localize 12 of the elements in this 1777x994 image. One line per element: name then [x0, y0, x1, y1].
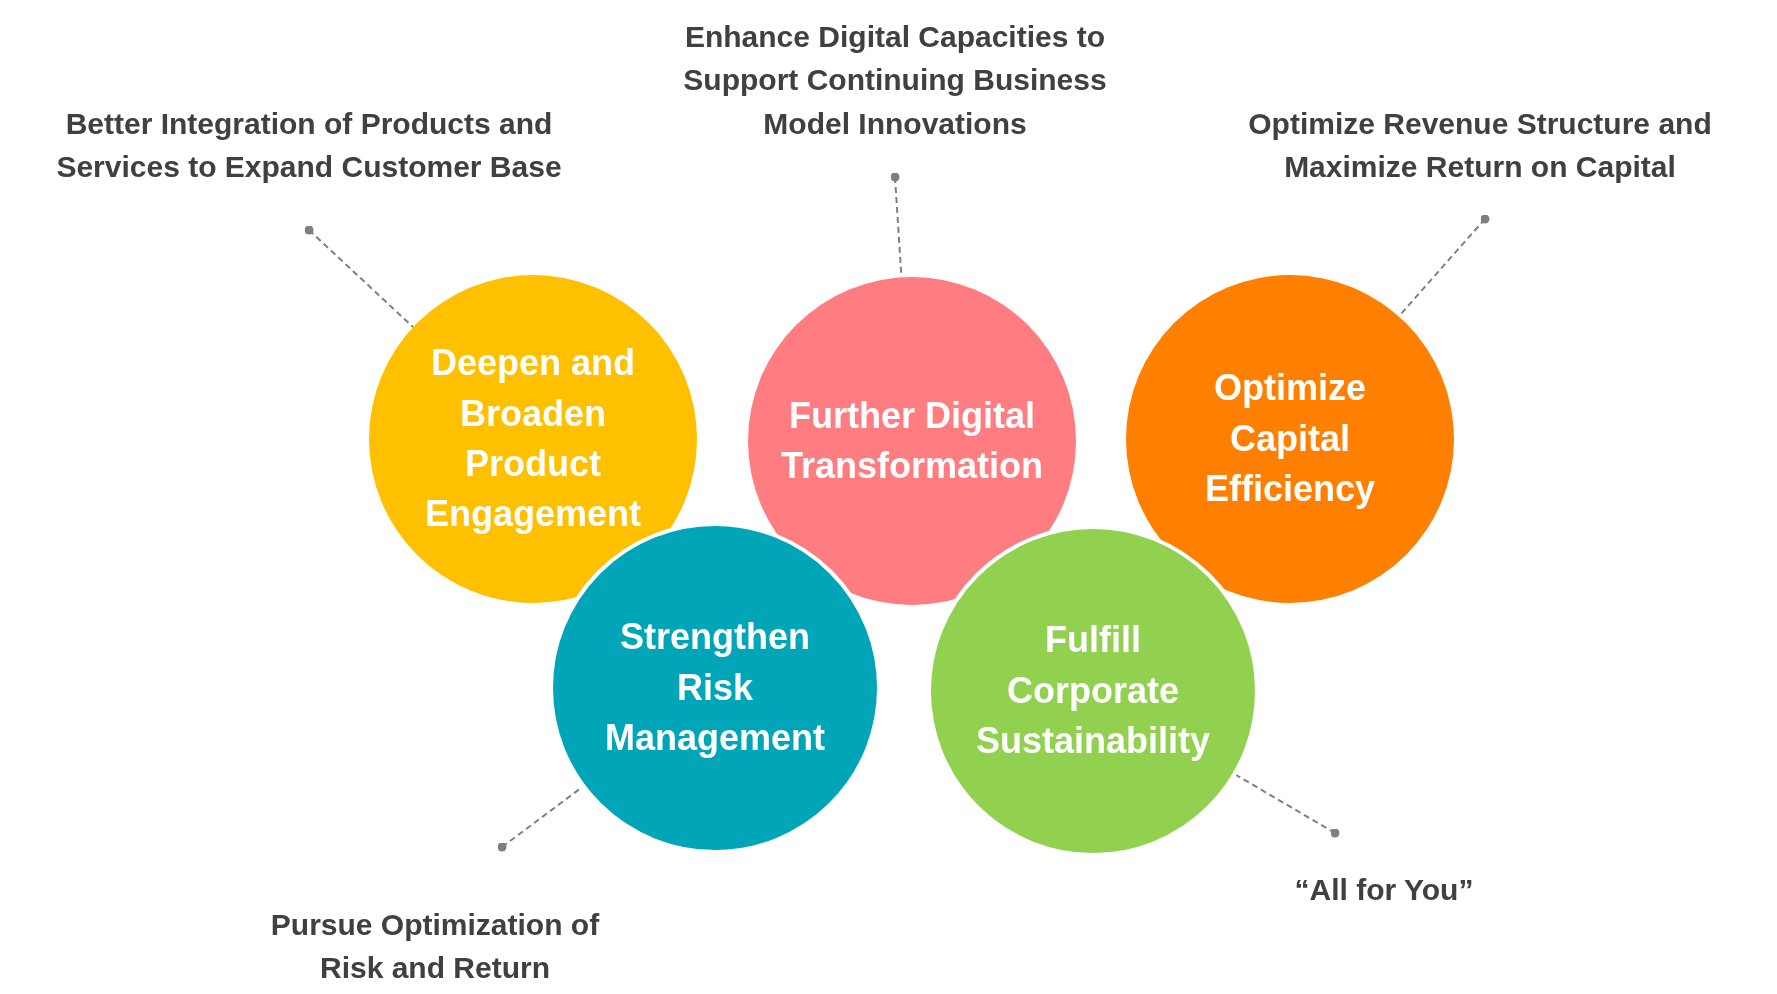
circle-label: Fulfill Corporate Sustainability [974, 618, 1212, 764]
goal-text: Better Integration of Products and Services to Expand Customer Base [24, 101, 594, 236]
circle-label: Strengthen Risk Management [604, 615, 827, 761]
circle-label: Deepen and Broaden Product Engagement [424, 341, 643, 537]
leader-line [1235, 774, 1340, 838]
goal-text: “All for You” [1224, 827, 1544, 912]
goal-text: Enhance Digital Capacities to Support Continuing Business Model Innovations [655, 14, 1135, 183]
goal-text: Pursue Optimization of Risk and Return [250, 841, 620, 990]
circle-label: Optimize Capital Efficiency [1203, 366, 1377, 512]
circle-label: Further Digital Transformation [779, 393, 1044, 488]
leader-line [304, 225, 415, 329]
goal-text: Optimize Revenue Structure and Maximize Return on Capital [1225, 101, 1735, 225]
